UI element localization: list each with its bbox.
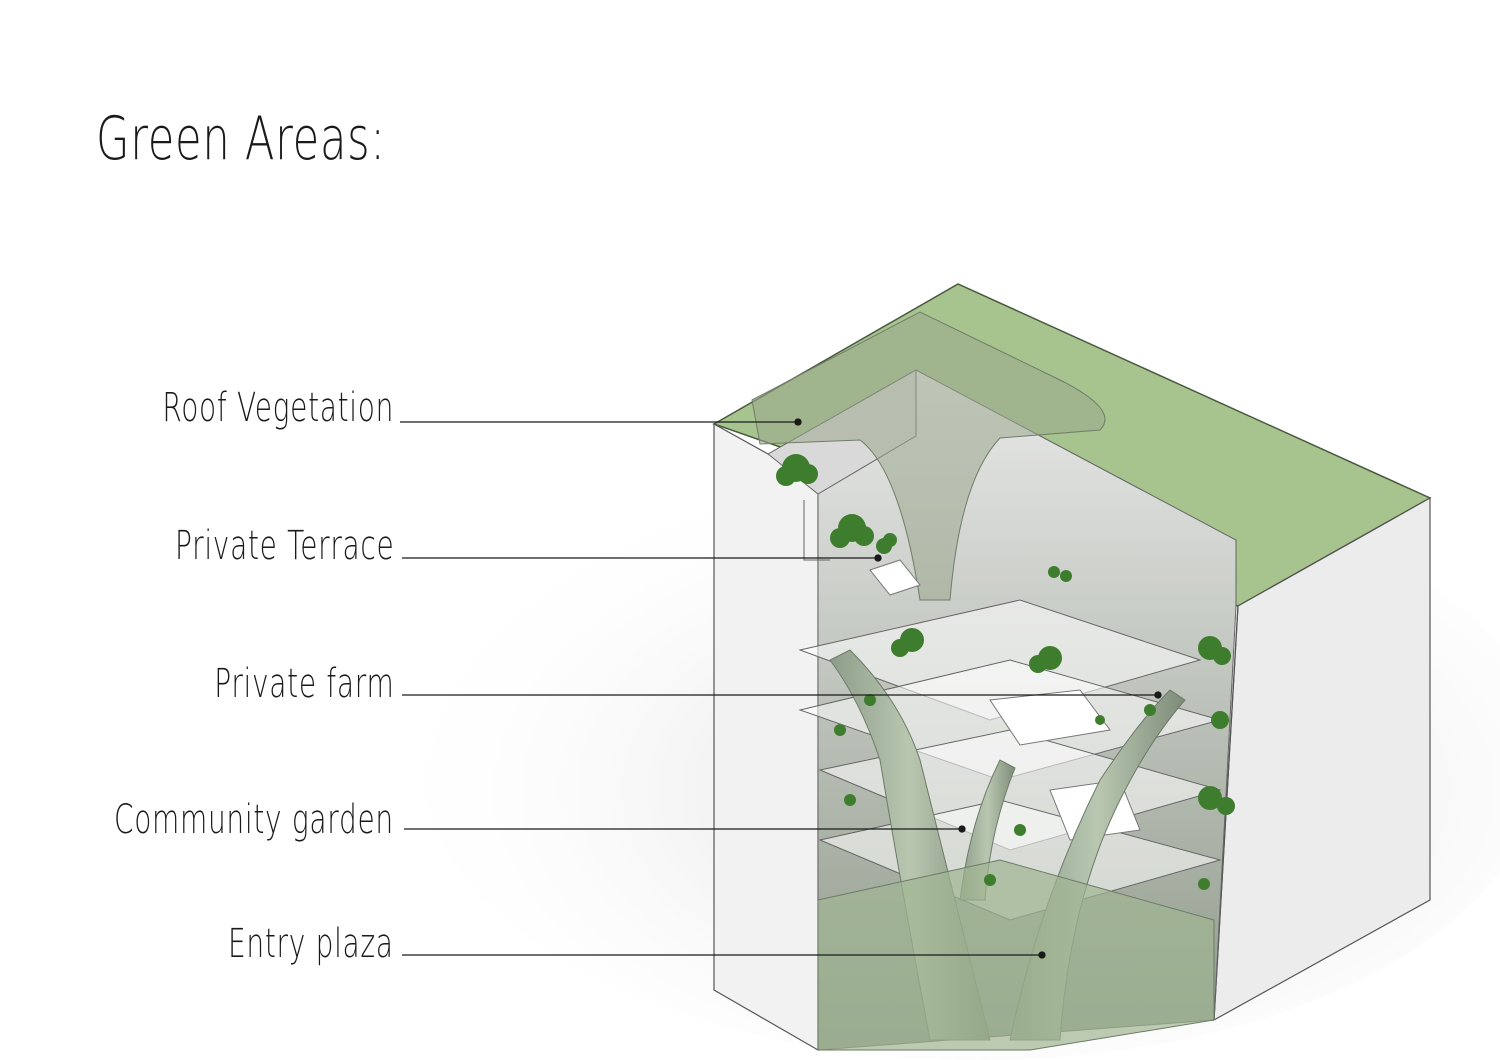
roof-canopy [751,311,1106,601]
label-private-terrace: Private Terrace [174,523,394,569]
label-entry-plaza: Entry plaza [228,921,394,967]
foliage [776,454,1235,890]
label-community-garden: Community garden [114,797,394,843]
label-private-farm: Private farm [213,661,394,707]
diagram-title: Green Areas: [96,104,386,174]
label-roof-vegetation: Roof Vegetation [162,385,394,431]
leader-lines [400,418,1162,959]
terrace-edge [803,500,830,561]
left-wall [713,422,819,1052]
